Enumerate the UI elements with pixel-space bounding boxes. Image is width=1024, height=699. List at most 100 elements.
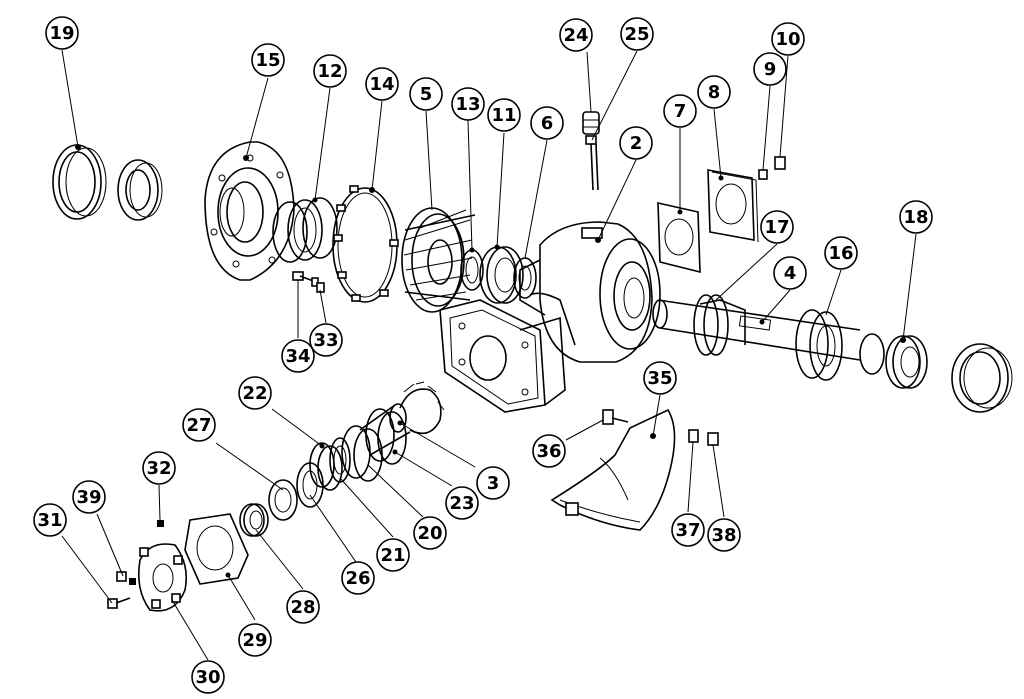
callout-circle [72,480,106,514]
part-18-bearing-ring [885,335,928,389]
callout-31: 31 [33,503,67,537]
part-38-nut [707,432,719,446]
callout-circle [620,17,654,51]
callout-label: 6 [541,113,554,134]
callout-8: 8 [697,75,731,109]
part-29-gasket [184,513,249,585]
callout-9: 9 [753,52,787,86]
part-23-bearing [365,408,407,465]
callout-circle [773,256,807,290]
callout-label: 28 [290,597,315,618]
callout-label: 21 [380,545,405,566]
part-26-lock-washer [296,462,324,508]
callout-25: 25 [620,17,654,51]
callout-label: 38 [711,525,736,546]
callout-16: 16 [824,236,858,270]
callout-circle [191,660,225,694]
callout-39: 39 [72,480,106,514]
callout-3: 3 [476,466,510,500]
part-32-nut [157,520,164,527]
callout-2: 2 [619,126,653,160]
callout-circle [281,339,315,373]
callout-38: 38 [707,518,741,552]
callout-circle [899,200,933,234]
callout-22: 22 [238,376,272,410]
callout-29: 29 [238,623,272,657]
part-35-guard [550,408,676,531]
callout-26: 26 [341,561,375,595]
callout-label: 9 [764,59,777,80]
part-14-ring-gasket [332,185,399,303]
callout-35: 35 [643,361,677,395]
leader-lines [61,49,917,661]
callout-label: 2 [630,133,643,154]
callout-label: 34 [285,346,310,367]
callout-circle [530,106,564,140]
part-39-bolt [116,571,136,585]
callout-label: 18 [903,207,928,228]
part-12-shims [272,197,338,263]
part-15-flange-cover [204,141,295,281]
callout-label: 24 [563,25,588,46]
callout-label: 32 [146,458,171,479]
callout-label: 31 [37,510,62,531]
part-37-nut [688,429,699,443]
callout-label: 30 [195,667,220,688]
part-17-ring [693,294,729,356]
callout-label: 35 [647,368,672,389]
callout-label: 13 [455,94,480,115]
callout-label: 15 [255,50,280,71]
callout-circle [309,323,343,357]
callout-circle [376,538,410,572]
callout-23: 23 [445,486,479,520]
callout-circle [753,52,787,86]
callout-circle [476,466,510,500]
callout-circle [671,513,705,547]
callout-19: 19 [45,16,79,50]
callout-circle [663,94,697,128]
callout-circle [619,126,653,160]
callout-15: 15 [251,43,285,77]
callout-label: 23 [449,493,474,514]
callout-label: 19 [49,23,74,44]
callout-14: 14 [365,67,399,101]
part-11-bearing [479,244,524,304]
callout-circle [413,516,447,550]
callout-circle [487,98,521,132]
callout-circle [238,623,272,657]
callout-circle [760,210,794,244]
part-20-bearing [341,425,383,482]
callout-32: 32 [142,451,176,485]
callout-label: 10 [775,29,800,50]
callout-20: 20 [413,516,447,550]
callout-6: 6 [530,106,564,140]
callout-37: 37 [671,513,705,547]
callout-10: 10 [771,22,805,56]
callout-27: 27 [182,408,216,442]
callout-label: 5 [420,84,433,105]
callout-circle [707,518,741,552]
callout-34: 34 [281,339,315,373]
callout-label: 7 [674,101,687,122]
part-16-bearing [795,309,885,381]
callout-circle [341,561,375,595]
callout-circle [532,434,566,468]
part-31-bolt [107,597,131,609]
callout-circle [771,22,805,56]
part-36-bracket [602,409,629,425]
callout-circle [182,408,216,442]
part-housing-flange-plate [439,299,566,413]
part-22-nut [309,442,343,491]
callout-label: 27 [186,415,211,436]
callout-label: 39 [76,487,101,508]
part-bearing-left [117,159,163,221]
callout-label: 16 [828,243,853,264]
callout-circle [643,361,677,395]
part-30-end-cover [137,543,188,612]
callout-4: 4 [773,256,807,290]
callout-label: 4 [784,263,797,284]
callout-17: 17 [760,210,794,244]
callout-circle [238,376,272,410]
